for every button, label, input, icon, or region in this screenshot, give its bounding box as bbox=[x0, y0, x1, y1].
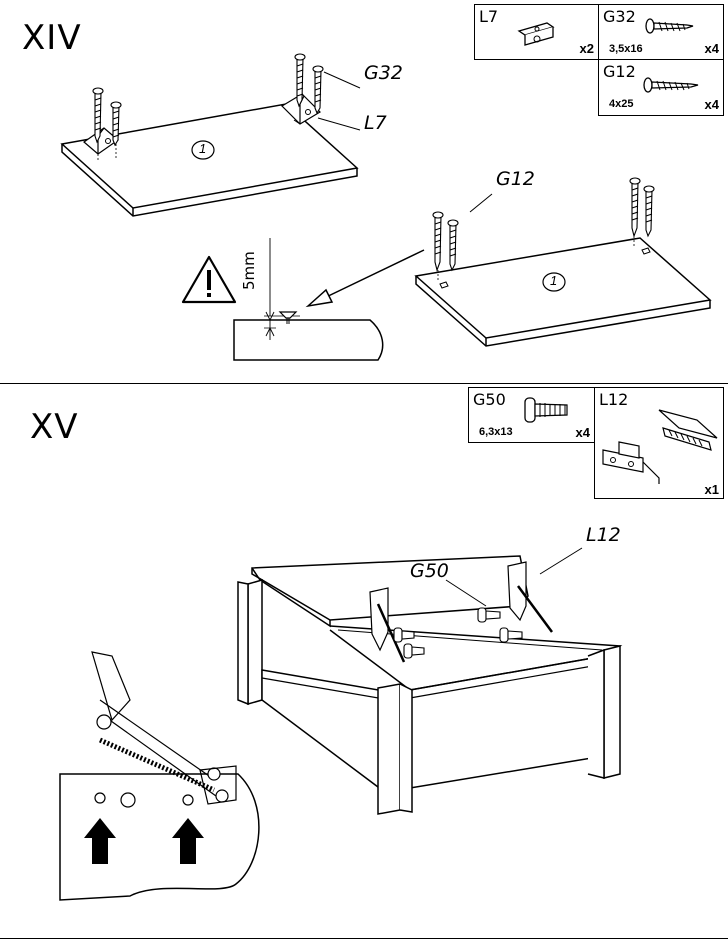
long-screw-icon bbox=[643, 77, 699, 93]
part-l7-box: L7 x2 bbox=[474, 4, 599, 60]
part-g12-code: G12 bbox=[603, 62, 636, 81]
warning-icon bbox=[181, 255, 237, 304]
part-g32-qty: x4 bbox=[704, 41, 719, 56]
part-g50-box: G50 6,3x13 x4 bbox=[468, 387, 595, 443]
bottom-divider bbox=[0, 938, 728, 939]
lid-stay-hinge-icon bbox=[602, 409, 718, 484]
callout-g32: G32 bbox=[364, 62, 403, 84]
part-g12-size: 4x25 bbox=[609, 98, 634, 110]
callout-g12: G12 bbox=[496, 168, 535, 190]
part-l7-code: L7 bbox=[479, 7, 499, 26]
part-g12-box: G12 4x25 x4 bbox=[598, 59, 724, 116]
panel-number-upper: 1 bbox=[199, 141, 207, 156]
callout-l12: L12 bbox=[586, 524, 621, 546]
part-g32-size: 3,5x16 bbox=[609, 43, 643, 55]
depth-detail-illustration bbox=[233, 238, 384, 361]
part-l7-qty: x2 bbox=[579, 41, 594, 56]
callout-l7: L7 bbox=[364, 112, 387, 134]
part-g50-qty: x4 bbox=[575, 425, 590, 440]
step-xv-title: XV bbox=[30, 407, 79, 447]
part-l12-qty: x1 bbox=[704, 482, 719, 497]
part-g50-size: 6,3x13 bbox=[479, 426, 513, 438]
callout-g50: G50 bbox=[410, 560, 449, 582]
chest-assembly-illustration bbox=[59, 547, 623, 901]
panel-number-lower: 1 bbox=[550, 273, 558, 288]
part-l12-box: L12 x1 bbox=[594, 387, 724, 499]
part-g12-qty: x4 bbox=[704, 97, 719, 112]
part-g32-box: G32 3,5x16 x4 bbox=[598, 4, 724, 60]
part-g32-code: G32 bbox=[603, 7, 636, 26]
section-divider bbox=[0, 383, 728, 384]
euro-screw-icon bbox=[524, 397, 568, 423]
angle-bracket-icon bbox=[517, 22, 555, 46]
panel-with-brackets-illustration bbox=[60, 53, 712, 347]
depth-dimension-label: 5mm bbox=[240, 251, 258, 290]
step-xiv-title: XIV bbox=[22, 18, 82, 58]
short-screw-icon bbox=[645, 18, 694, 34]
part-g50-code: G50 bbox=[473, 390, 506, 409]
part-l12-code: L12 bbox=[599, 390, 629, 409]
